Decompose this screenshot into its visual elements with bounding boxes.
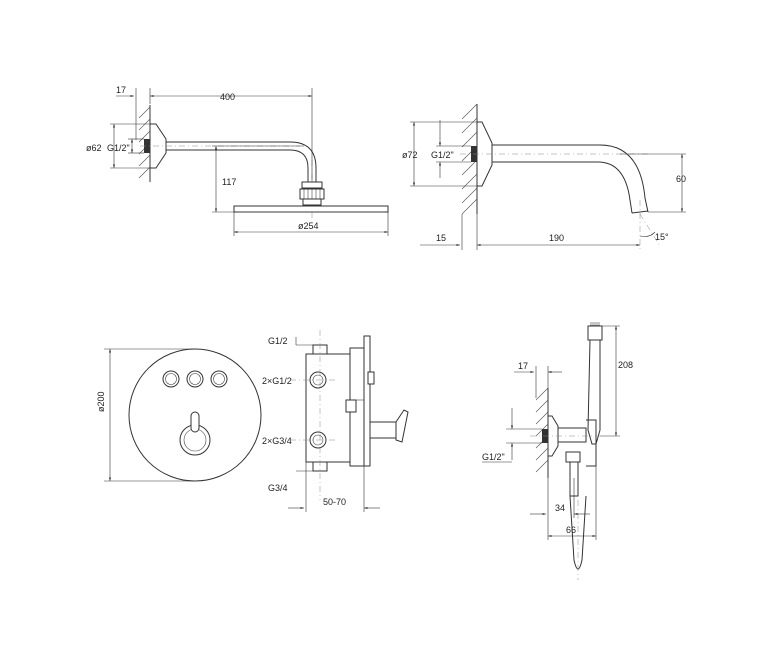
dim-shower-thread: G1/2" [107, 143, 130, 153]
dim-hand-length: 208 [618, 360, 633, 370]
dim-spout-thread: G1/2" [431, 150, 454, 160]
button-icon [210, 370, 228, 388]
holder [586, 419, 597, 467]
dim-spout-flange-diameter: ø72 [402, 150, 418, 160]
button-icon [162, 370, 180, 388]
dim-hand-thread: G1/2" [482, 452, 505, 462]
shower-arm [166, 141, 317, 182]
dim-hand-outlet-offset: 34 [555, 503, 565, 513]
side-handle [369, 421, 397, 439]
spout-body [492, 144, 649, 213]
label-mixer-bottom-connection: G3/4 [268, 483, 288, 493]
shower-head [233, 205, 389, 213]
dim-shower-arm-length: 400 [220, 92, 235, 102]
spout-view: ø72 G1/2" 60 15 190 15° [402, 103, 686, 250]
button-icon [186, 370, 204, 388]
dim-spout-height: 60 [676, 174, 686, 184]
hand-shower [587, 339, 601, 445]
dim-hand-wall-offset: 17 [518, 361, 528, 371]
dim-shower-wall-offset: 17 [116, 85, 126, 95]
hand-shower-view: 17 208 G1/2" 34 66 [482, 322, 633, 580]
dim-spout-angle: 15° [655, 232, 669, 242]
dim-mixer-plate-diameter: ø200 [96, 391, 106, 412]
thread-block [144, 139, 150, 153]
mixer-plate-edge [363, 335, 371, 467]
dim-spout-reach: 190 [549, 233, 564, 243]
dim-shower-flange-diameter: ø62 [86, 143, 102, 153]
label-mixer-inlets: 2×G1/2 [262, 376, 292, 386]
mixer-plate-view: ø200 [96, 348, 262, 482]
mixer-side-view: G1/2 2×G1/2 2×G3/4 G3/4 50-70 [262, 330, 409, 512]
label-mixer-outlets: 2×G3/4 [262, 436, 292, 446]
dim-mixer-install-depth: 50-70 [323, 497, 346, 507]
shower-arm-view: 17 400 ø62 G1/2" 117 ø254 [86, 85, 389, 236]
handle-icon [179, 411, 211, 456]
dim-shower-head-diameter: ø254 [298, 221, 319, 231]
dim-shower-drop: 117 [222, 177, 236, 187]
dim-hand-holder-width: 66 [566, 525, 576, 535]
label-mixer-top-connection: G1/2 [268, 336, 288, 346]
dim-spout-wall-offset: 15 [436, 233, 446, 243]
